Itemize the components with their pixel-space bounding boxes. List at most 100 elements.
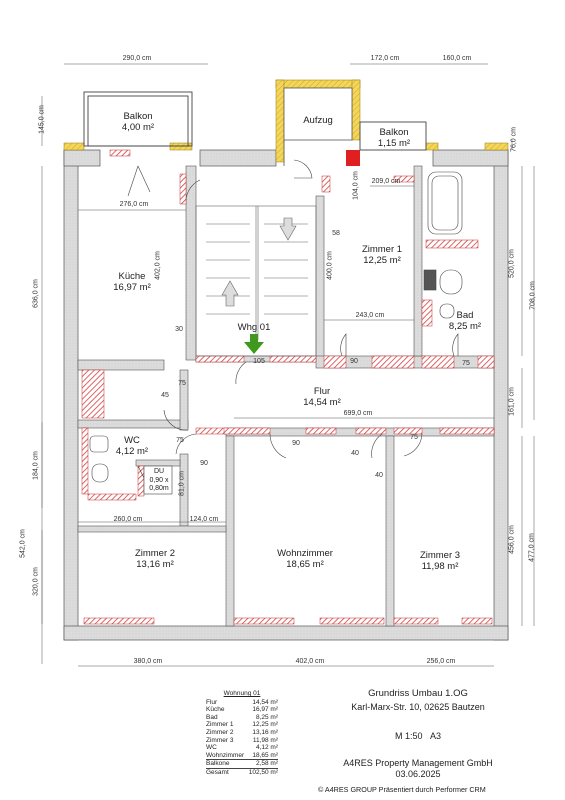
area-row-value: 18,65 m² [252,751,278,759]
area-row-value: 2,58 m² [255,760,278,768]
plan-scale: M 1:50 A3 [318,731,518,742]
area-row-name: Zimmer 2 [206,728,234,736]
plan-date: 03.06.2025 [395,769,441,779]
area-row-value: 12,25 m² [252,721,278,729]
area-table-title: Wohnung 01 [223,690,261,697]
dim-label: 81,0 cm [178,471,186,496]
room-name: Bad [456,310,474,321]
area-row-name: WC [206,744,217,752]
room-name: Wohnzimmer [277,548,333,559]
dim-label: 30 [175,326,183,333]
area-row-name: Balkone [206,760,230,768]
area-total-name: Gesamt [206,768,229,776]
room-area: 1,15 m² [377,138,411,149]
dim-label: 90 [350,358,358,365]
area-row-name: Zimmer 3 [206,736,234,744]
dim-label: 243,0 cm [355,312,385,319]
dim-label: 90 [200,460,208,467]
dim-label: 104,0 cm [352,171,360,200]
dim-label: 45 [161,392,169,399]
area-row: Zimmer 3 11,98 m² [206,737,278,745]
entrance-arrow-icon [244,334,264,354]
area-row-value: 14,54 m² [252,698,278,706]
plan-scale-value: M 1:50 [394,731,423,741]
du-size-2: 0,80m [149,485,169,492]
room-name: Küche [118,271,146,282]
plan-company: A4RES Property Management GmbH [343,758,493,768]
area-row-name: Bad [206,713,218,721]
area-row-value: 11,98 m² [252,736,278,744]
dim-label: 636,0 cm [32,279,40,308]
area-row-name: Zimmer 1 [206,721,234,729]
staircase [195,205,317,357]
dim-label: 75 [178,380,186,387]
area-row: Wohnzimmer 18,65 m² [206,752,278,761]
dim-label: 58 [332,230,340,237]
area-row: Zimmer 1 12,25 m² [206,721,278,729]
room-name: Whg 01 [237,322,271,333]
bathroom-fixtures [89,171,463,495]
area-row: Zimmer 2 13,16 m² [206,729,278,737]
dim-label: 402,0 cm [154,251,162,280]
dim-label: 256,0 cm [426,658,456,665]
dim-label: 76,0 cm [510,127,518,152]
plan-format: A3 [430,731,442,741]
dim-label: 320,0 cm [32,567,40,596]
area-row: Bad 8,25 m² [206,714,278,722]
area-row-value: 13,16 m² [252,728,278,736]
area-row: Flur 14,54 m² [206,699,278,707]
room-name: WC [124,435,140,446]
dim-label: 160,0 cm [442,55,472,62]
room-area: 16,97 m² [113,282,151,293]
dim-label: 145,0 cm [38,105,46,134]
dim-label: 402,0 cm [295,658,325,665]
dim-label: 40 [351,450,359,457]
dim-label: 75 [462,360,470,367]
hatched-elements [81,149,495,625]
plan-title: Grundriss Umbau 1.OG [368,688,468,699]
du-size-1: 0,90 x [149,476,169,484]
area-row-value: 8,25 m² [255,713,278,721]
credit-footer: © A4RES GROUP Präsentiert durch Performe… [318,785,486,794]
dim-label: 75 [176,437,184,444]
room-label-whg: Whg 01 [224,322,284,333]
area-row: Balkone 2,58 m² [206,760,278,768]
room-name: Zimmer 2 [134,548,176,559]
dim-label: 161,0 cm [508,387,516,416]
dim-label: 290,0 cm [122,55,152,62]
dim-label: 520,0 cm [508,249,516,278]
dim-label: 40 [375,472,383,479]
room-name: Balkon [379,127,409,138]
room-area: 13,16 m² [136,559,174,570]
room-area: 4,00 m² [121,122,155,133]
dim-label: 90 [292,440,300,447]
red-block [346,150,360,166]
room-label-aufzug: Aufzug [292,115,344,126]
dim-label: 708,0 cm [529,281,537,310]
room-name: Zimmer 1 [361,244,403,255]
dim-label: 542,0 cm [19,529,27,558]
outer-walls [63,149,509,641]
dim-label: 456,0 cm [508,525,516,554]
area-row-name: Flur [206,698,218,706]
room-area: 4,12 m² [115,446,149,457]
area-row-name: Wohnzimmer [206,751,245,759]
dim-label: 477,0 cm [528,533,536,562]
dim-label: 380,0 cm [133,658,163,665]
room-area: 18,65 m² [286,559,324,570]
plan-address: Karl-Marx-Str. 10, 02625 Bautzen [351,702,485,712]
elevator [283,87,353,166]
area-row-name: Küche [206,706,225,714]
